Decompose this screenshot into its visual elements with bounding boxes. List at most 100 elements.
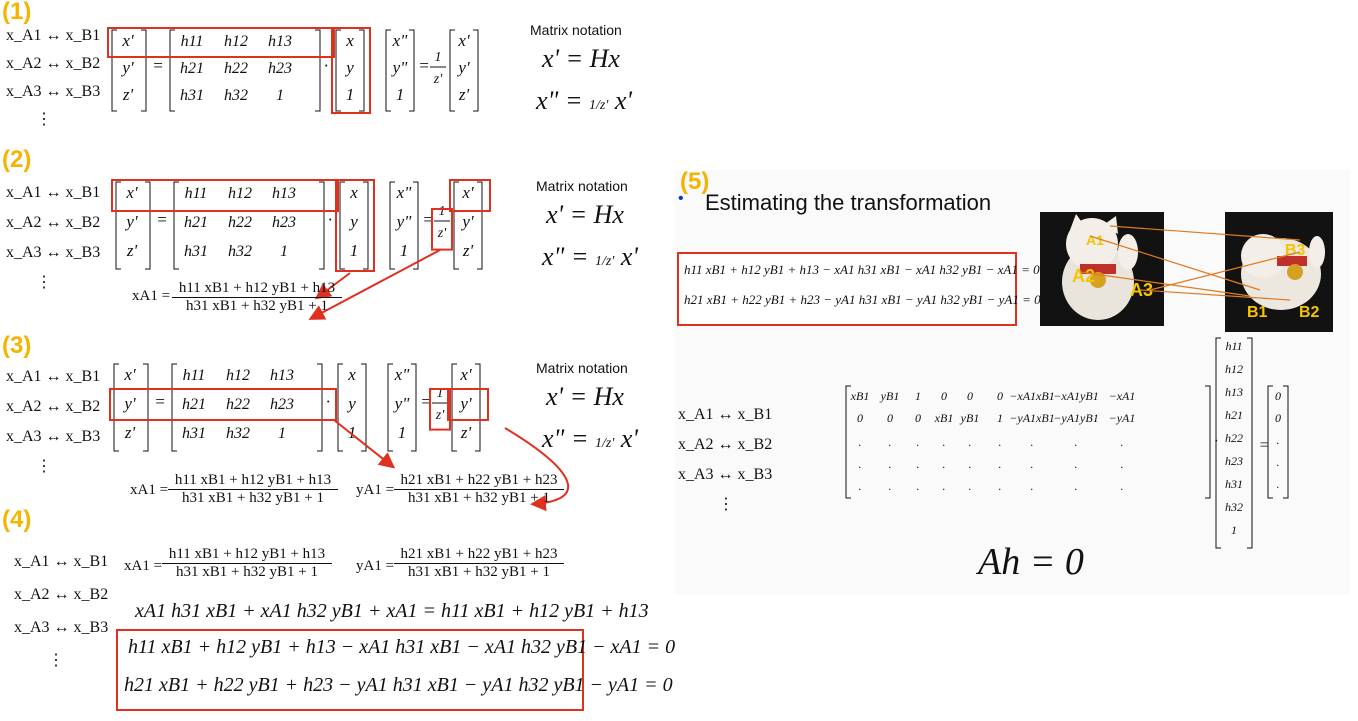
m3-H-lb [171,363,177,452]
A-r1-0: xB1 [850,389,870,403]
m3-v1b-lb [451,363,457,452]
A-r1-7: −xA1yB1 [1053,389,1098,403]
m2-v1b-0: x' [461,183,474,202]
eq-xpp-1: x" = 1/z' x' [536,86,632,115]
A-dots-2-5: . [999,479,1002,493]
m1-H-3: h21 [180,60,204,77]
A-dots-0-2: . [917,435,920,449]
row1-eq: h11 xB1 + h12 yB1 + h13 − xA1 h31 xB1 − … [128,636,676,658]
label-4: (4) [2,506,32,533]
corr-dots: ⋮ [718,496,734,513]
m1-H-lb [169,29,175,112]
corr-a3: x_A3 ↔ x_B3 [14,619,109,636]
m2-zp: z' [437,226,447,241]
corr-a1: x_A1 ↔ x_B1 [6,27,101,44]
m1-vpp-lb [385,29,391,112]
xa-fraction-3: h11 xB1 + h12 yB1 + h13 h31 xB1 + h32 yB… [168,472,338,507]
m3-v2-0: x [347,365,356,384]
m1-one: 1 [435,50,442,65]
h-2: h13 [1225,385,1243,399]
m3-box-row [109,388,337,421]
m1-dot: · [324,56,328,75]
m3-H-2: h13 [270,367,294,384]
m2-arrow-1 [314,272,351,300]
m2-v1-rb [145,181,151,270]
corr-a2: x_A2 ↔ x_B2 [6,398,101,415]
correspondences-2: x_A1 ↔ x_B1 x_A2 ↔ x_B2 x_A3 ↔ x_B3 ⋮ [6,178,100,298]
m2-one: 1 [439,204,446,219]
m3-H-5: h23 [270,396,294,413]
m3-box-yp [447,388,489,421]
ya-num: h21 xB1 + h22 yB1 + h23 [394,546,564,564]
corr-a3: x_A3 ↔ x_B3 [6,428,101,445]
h-8: 1 [1231,523,1237,537]
corr-a1: x_A1 ↔ x_B1 [6,184,101,201]
h-6: h31 [1225,477,1243,491]
m1-v1b-2: z' [458,85,470,104]
ah-eq: Ah = 0 [978,541,1084,583]
m1-H-4: h22 [224,60,248,77]
m1-v1-rb [141,29,147,112]
A-dots-1-7: . [1075,457,1078,471]
h-4: h22 [1225,431,1243,445]
m2-v1-1: y' [124,212,138,231]
h-0: h11 [1225,339,1242,353]
A-r1-3: 0 [941,389,947,403]
label-3: (3) [2,332,32,359]
m3-H-7: h32 [226,425,250,442]
m1-v1-lb [111,29,117,112]
m2-H-7: h32 [228,243,252,260]
expanded-eq: xA1 h31 xB1 + xA1 h32 yB1 + xA1 = h11 xB… [135,600,649,622]
m3-eq: = [154,392,165,411]
m2-H-6: h31 [184,243,208,260]
z-0: 0 [1275,389,1281,403]
m1-H-1: h12 [224,33,248,50]
A-dots-1-2: . [917,457,920,471]
A-dots-0-0: . [859,435,862,449]
A-dots-0-7: . [1075,435,1078,449]
correspondences-1: x_A1 ↔ x_B1 x_A2 ↔ x_B2 x_A3 ↔ x_B3 ⋮ [6,22,100,134]
eq-hx-2: x' = Hx [546,200,624,229]
m1-H-2: h13 [268,33,292,50]
label-5: (5) [680,168,710,195]
m2-H-4: h22 [228,214,252,231]
m3-v2-rb [361,363,367,452]
cat-image-a: A2 A3 A1 [1040,212,1164,326]
m2-H-8: 1 [280,243,288,260]
h-3: h21 [1225,408,1243,422]
m2-v1-2: z' [126,241,138,260]
result-box-5 [677,252,1017,326]
m1-zp: z' [433,72,443,87]
m1-eq2: = [418,56,429,75]
m1-v1b-rb [473,29,479,112]
m3-H-4: h22 [226,396,250,413]
m3-v1-2: z' [124,423,136,442]
m3-vpp-2: 1 [398,423,407,442]
m1-vpp-2: 1 [396,85,405,104]
m2-box-col [335,179,375,272]
h-rb [1247,337,1253,549]
A-dots-0-3: . [943,435,946,449]
m3-H-rb [317,363,323,452]
A-dots-2-8: . [1121,479,1124,493]
xa-num: h11 xB1 + h12 yB1 + h13 [168,472,338,490]
A-dots-0-4: . [969,435,972,449]
A-r1-5: 0 [997,389,1003,403]
cat-image-b: B3 B1 B2 [1225,212,1333,332]
m1-v2-2: 1 [346,85,355,104]
A-r2-8: −yA1 [1109,411,1136,425]
A-r2-5: 1 [997,411,1003,425]
m1-v2-lb [335,29,341,112]
m3-H-3: h21 [182,396,206,413]
m1-v1b-lb [449,29,455,112]
m3-vpp-1: y" [393,394,411,413]
m3-H-0: h11 [183,367,206,384]
m2-v1b-rb [477,181,483,270]
xa-num: h11 xB1 + h12 yB1 + h13 [172,280,342,298]
m1-H-7: h32 [224,87,248,104]
A-dots-1-1: . [889,457,892,471]
m2-v1-lb [115,181,121,270]
m3-H-8: 1 [278,425,286,442]
m3-v2-lb [337,363,343,452]
m3-v2-1: y [346,394,356,413]
